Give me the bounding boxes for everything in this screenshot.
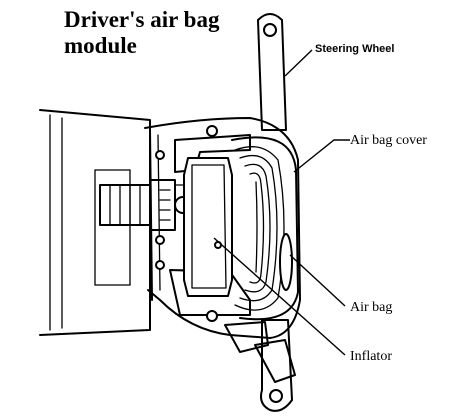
inflator (175, 157, 233, 297)
label-air-bag-cover: Air bag cover (350, 133, 427, 148)
steering-wheel (257, 13, 293, 412)
label-air-bag: Air bag (350, 300, 392, 315)
air-bag (234, 146, 293, 311)
diagram-title-line-2: module (64, 33, 137, 58)
steering-column (39, 109, 192, 336)
air-bag-cover (231, 136, 299, 321)
air-bag-module-housing (144, 117, 301, 383)
label-steering-wheel: Steering Wheel (315, 43, 394, 55)
diagram-title-line-1: Driver's air bag (64, 7, 220, 32)
label-inflator: Inflator (350, 349, 392, 364)
leader-lines (213, 49, 350, 356)
